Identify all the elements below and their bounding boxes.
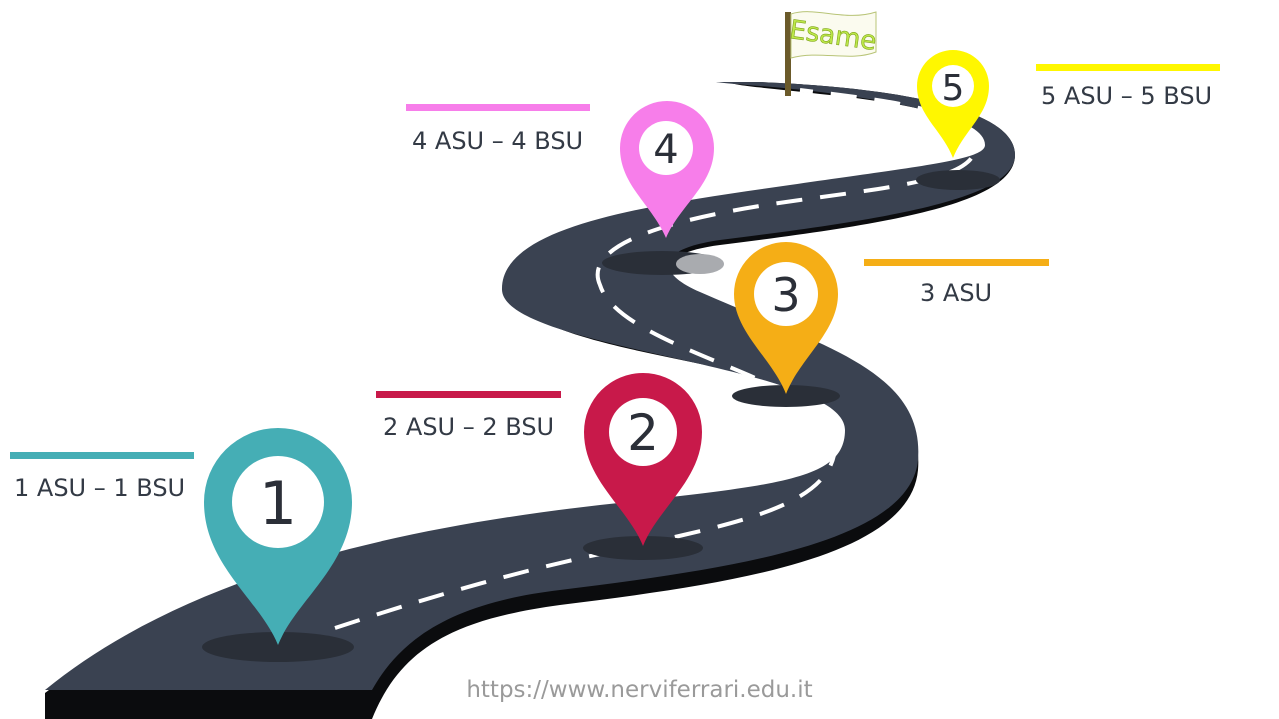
step-4-label: 4 ASU – 4 BSU [412, 127, 584, 155]
step-3-label: 3 ASU [920, 279, 993, 307]
step-3-bar [864, 259, 1049, 266]
pin-2: 2 [583, 373, 703, 560]
step-2-label: 2 ASU – 2 BSU [383, 413, 555, 441]
pin-3-shadow [732, 385, 840, 407]
pin-4-number: 4 [653, 127, 678, 173]
step-5-bar [1036, 64, 1220, 71]
pin-2-number: 2 [627, 404, 659, 462]
step-4-bar [406, 104, 590, 111]
pin-5-shadow [916, 170, 1000, 190]
pin-1: 1 [202, 428, 354, 662]
pin-4: 4 [602, 101, 724, 275]
footer-url: https://www.nerviferrari.edu.it [466, 677, 813, 703]
pin-3-number: 3 [771, 268, 800, 322]
pin-5-number: 5 [942, 68, 965, 109]
step-1-bar [10, 452, 194, 459]
road-edge [45, 82, 1015, 719]
pin-5: 5 [916, 50, 1000, 190]
flag-banner [790, 11, 877, 59]
step-5-label: 5 ASU – 5 BSU [1041, 82, 1213, 110]
flag-pole [785, 12, 791, 96]
step-2-bar [376, 391, 561, 398]
pin-1-shadow [202, 632, 354, 662]
pin-3: 3 [732, 242, 840, 407]
road [45, 82, 1015, 690]
goal-flag: Esame [785, 11, 879, 96]
pin-1-number: 1 [259, 469, 297, 539]
step-1-label: 1 ASU – 1 BSU [14, 474, 186, 502]
pin-2-shadow [583, 536, 703, 560]
